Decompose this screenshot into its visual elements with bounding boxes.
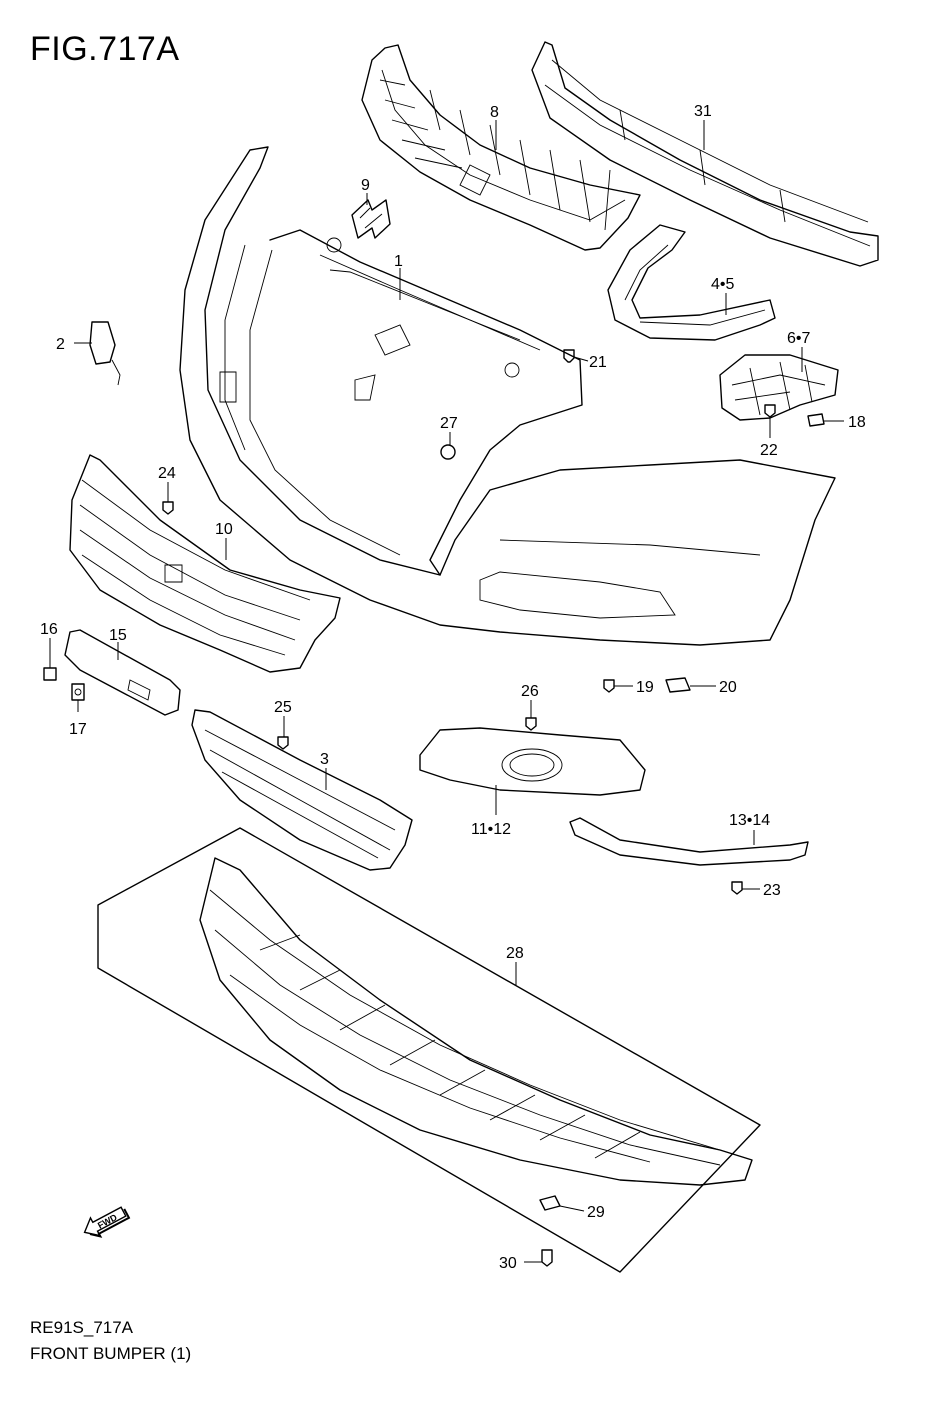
part-9-emblem[interactable] — [351, 199, 391, 239]
callout-18: 18 — [848, 414, 866, 431]
callout-27: 27 — [440, 415, 458, 432]
part-13-14-molding[interactable] — [569, 817, 809, 866]
callout-15: 15 — [109, 627, 127, 644]
callout-22: 22 — [760, 442, 778, 459]
part-4-5-bracket[interactable] — [607, 224, 776, 341]
part-31-reinforcement-beam[interactable] — [531, 41, 879, 267]
part-16-clip[interactable] — [43, 667, 57, 681]
part-15-plate[interactable] — [64, 629, 181, 716]
callout-28: 28 — [506, 945, 524, 962]
callout-1: 1 — [394, 253, 403, 270]
fastener-22[interactable] — [764, 404, 776, 418]
leader-lines — [49, 120, 844, 1263]
fwd-arrow-icon: FWD — [83, 1206, 131, 1238]
part-10-lower-grille[interactable] — [69, 454, 341, 673]
part-8-upper-grille[interactable] — [361, 44, 641, 251]
fastener-19[interactable] — [603, 679, 615, 693]
fastener-30[interactable] — [541, 1249, 553, 1267]
callout-31: 31 — [694, 103, 712, 120]
fastener-29[interactable] — [539, 1195, 561, 1211]
callout-13-14: 13•14 — [729, 812, 770, 829]
callout-9: 9 — [361, 177, 370, 194]
callout-30: 30 — [499, 1255, 517, 1272]
fastener-25[interactable] — [277, 736, 289, 750]
part-1-bumper-cover[interactable] — [179, 146, 836, 646]
callout-20: 20 — [719, 679, 737, 696]
part-3-grille-mesh[interactable] — [191, 709, 413, 871]
callout-17: 17 — [69, 721, 87, 738]
fastener-18[interactable] — [807, 413, 825, 427]
callout-29: 29 — [587, 1204, 605, 1221]
part-6-7-side-bracket[interactable] — [719, 354, 839, 421]
fastener-21[interactable] — [563, 349, 575, 363]
part-28-under-cover[interactable] — [199, 857, 753, 1186]
figure-title: FIG.717A — [30, 30, 180, 68]
fastener-27[interactable] — [440, 444, 456, 460]
callout-8: 8 — [490, 104, 499, 121]
callout-21: 21 — [589, 354, 607, 371]
fastener-23[interactable] — [731, 881, 743, 895]
callout-labels: 1 2 3 4•5 6•7 8 9 10 11•12 13•14 15 16 1… — [40, 103, 866, 1272]
part-11-12-fog-bezel[interactable] — [419, 727, 646, 796]
callout-19: 19 — [636, 679, 654, 696]
part-2-cover-cap[interactable] — [89, 321, 121, 386]
fastener-24[interactable] — [162, 501, 174, 515]
fastener-20[interactable] — [665, 677, 691, 693]
part-17-nut[interactable] — [71, 683, 85, 701]
callout-16: 16 — [40, 621, 58, 638]
callout-26: 26 — [521, 683, 539, 700]
callout-10: 10 — [215, 521, 233, 538]
figure-name: FRONT BUMPER (1) — [30, 1344, 192, 1363]
kit-outline-box — [97, 827, 761, 1273]
fastener-26[interactable] — [525, 717, 537, 731]
callout-6-7: 6•7 — [787, 330, 811, 347]
callout-24: 24 — [158, 465, 176, 482]
callout-4-5: 4•5 — [711, 276, 735, 293]
callout-23: 23 — [763, 882, 781, 899]
callout-3: 3 — [320, 751, 329, 768]
figure-code: RE91S_717A — [30, 1318, 134, 1337]
callout-11-12: 11•12 — [471, 821, 511, 838]
callout-2: 2 — [56, 336, 65, 353]
callout-25: 25 — [274, 699, 292, 716]
